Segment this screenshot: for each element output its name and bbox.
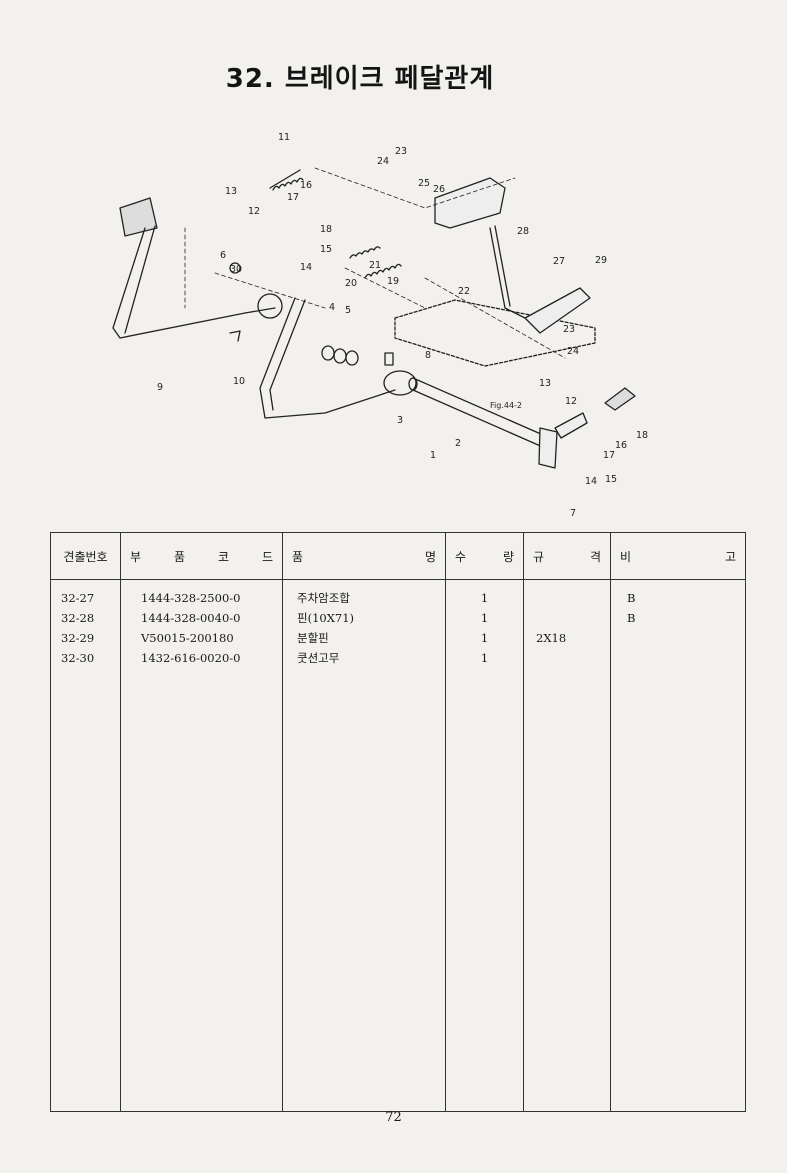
column-name: 주차암조합 핀(10X71) 분할핀 쿳션고무: [282, 579, 446, 1112]
table-body: 32-27 32-28 32-29 32-30 1444-328-2500-0 …: [50, 579, 746, 1112]
column-no: 32-27 32-28 32-29 32-30: [50, 579, 121, 1112]
svg-text:29: 29: [595, 255, 607, 266]
svg-text:15: 15: [320, 244, 332, 255]
row-qty: 1: [480, 631, 489, 645]
row-no: 32-27: [61, 591, 95, 605]
svg-text:27: 27: [553, 256, 565, 267]
row-name: 핀(10X71): [297, 611, 355, 625]
svg-text:3: 3: [397, 415, 403, 426]
row-spec: [536, 608, 604, 628]
svg-text:21: 21: [369, 260, 381, 271]
svg-text:18: 18: [320, 224, 332, 235]
svg-text:22: 22: [458, 286, 470, 297]
column-code: 1444-328-2500-0 1444-328-0040-0 V50015-2…: [120, 579, 283, 1112]
page-number: 72: [385, 1110, 402, 1125]
svg-text:25: 25: [418, 178, 430, 189]
page-title: 32. 브레이크 페달관계: [225, 64, 495, 94]
svg-text:23: 23: [563, 324, 575, 335]
svg-text:4: 4: [329, 302, 335, 313]
row-no: 32-30: [61, 651, 95, 665]
svg-text:12: 12: [565, 396, 577, 407]
row-note: B: [627, 591, 636, 605]
row-code: 1444-328-2500-0: [141, 591, 241, 605]
callout-labels: 1 2 3 4 5 6 7 8 9 10 11 12 13 14 15 17 1…: [157, 132, 648, 519]
svg-text:19: 19: [387, 276, 399, 287]
svg-text:13: 13: [225, 186, 237, 197]
row-spec: 2X18: [536, 631, 567, 645]
svg-text:5: 5: [345, 305, 351, 316]
row-no: 32-29: [61, 631, 95, 645]
row-no: 32-28: [61, 611, 95, 625]
svg-text:18: 18: [636, 430, 648, 441]
row-code: V50015-200180: [141, 631, 234, 645]
svg-text:12: 12: [248, 206, 260, 217]
svg-text:24: 24: [567, 346, 579, 357]
svg-text:24: 24: [377, 156, 389, 167]
row-qty: 1: [480, 651, 489, 665]
svg-text:16: 16: [615, 440, 627, 451]
svg-text:14: 14: [300, 262, 312, 273]
row-name: 쿳션고무: [297, 651, 340, 665]
svg-text:7: 7: [570, 508, 576, 519]
svg-text:20: 20: [345, 278, 357, 289]
svg-text:23: 23: [395, 146, 407, 157]
figure-reference: Fig.44-2: [490, 401, 522, 410]
svg-text:2: 2: [455, 438, 461, 449]
svg-text:17: 17: [603, 450, 615, 461]
svg-text:30: 30: [230, 264, 242, 275]
svg-text:16: 16: [300, 180, 312, 191]
header-no: 견출번호: [50, 532, 121, 580]
row-code: 1444-328-0040-0: [141, 611, 241, 625]
row-code: 1432-616-0020-0: [141, 651, 241, 665]
row-qty: 1: [480, 611, 489, 625]
svg-text:26: 26: [433, 184, 445, 195]
svg-text:11: 11: [278, 132, 290, 143]
svg-text:14: 14: [585, 476, 597, 487]
column-qty: 1 1 1 1: [445, 579, 524, 1112]
svg-text:15: 15: [605, 474, 617, 485]
row-note: B: [627, 611, 636, 625]
row-spec: [536, 588, 604, 608]
row-spec: [536, 648, 604, 668]
exploded-parts-diagram: 1 2 3 4 5 6 7 8 9 10 11 12 13 14 15 17 1…: [112, 132, 648, 519]
row-qty: 1: [480, 591, 489, 605]
row-note: [627, 648, 739, 668]
row-name: 분할핀: [297, 631, 329, 645]
column-note: B B: [610, 579, 746, 1112]
row-note: [627, 628, 739, 648]
svg-text:13: 13: [539, 378, 551, 389]
svg-text:8: 8: [425, 350, 431, 361]
svg-text:17: 17: [287, 192, 299, 203]
svg-text:1: 1: [430, 450, 436, 461]
svg-text:9: 9: [157, 382, 163, 393]
row-name: 주차암조합: [297, 591, 350, 605]
svg-text:6: 6: [220, 250, 226, 261]
svg-text:28: 28: [517, 226, 529, 237]
column-spec: 2X18: [523, 579, 611, 1112]
svg-text:10: 10: [233, 376, 245, 387]
